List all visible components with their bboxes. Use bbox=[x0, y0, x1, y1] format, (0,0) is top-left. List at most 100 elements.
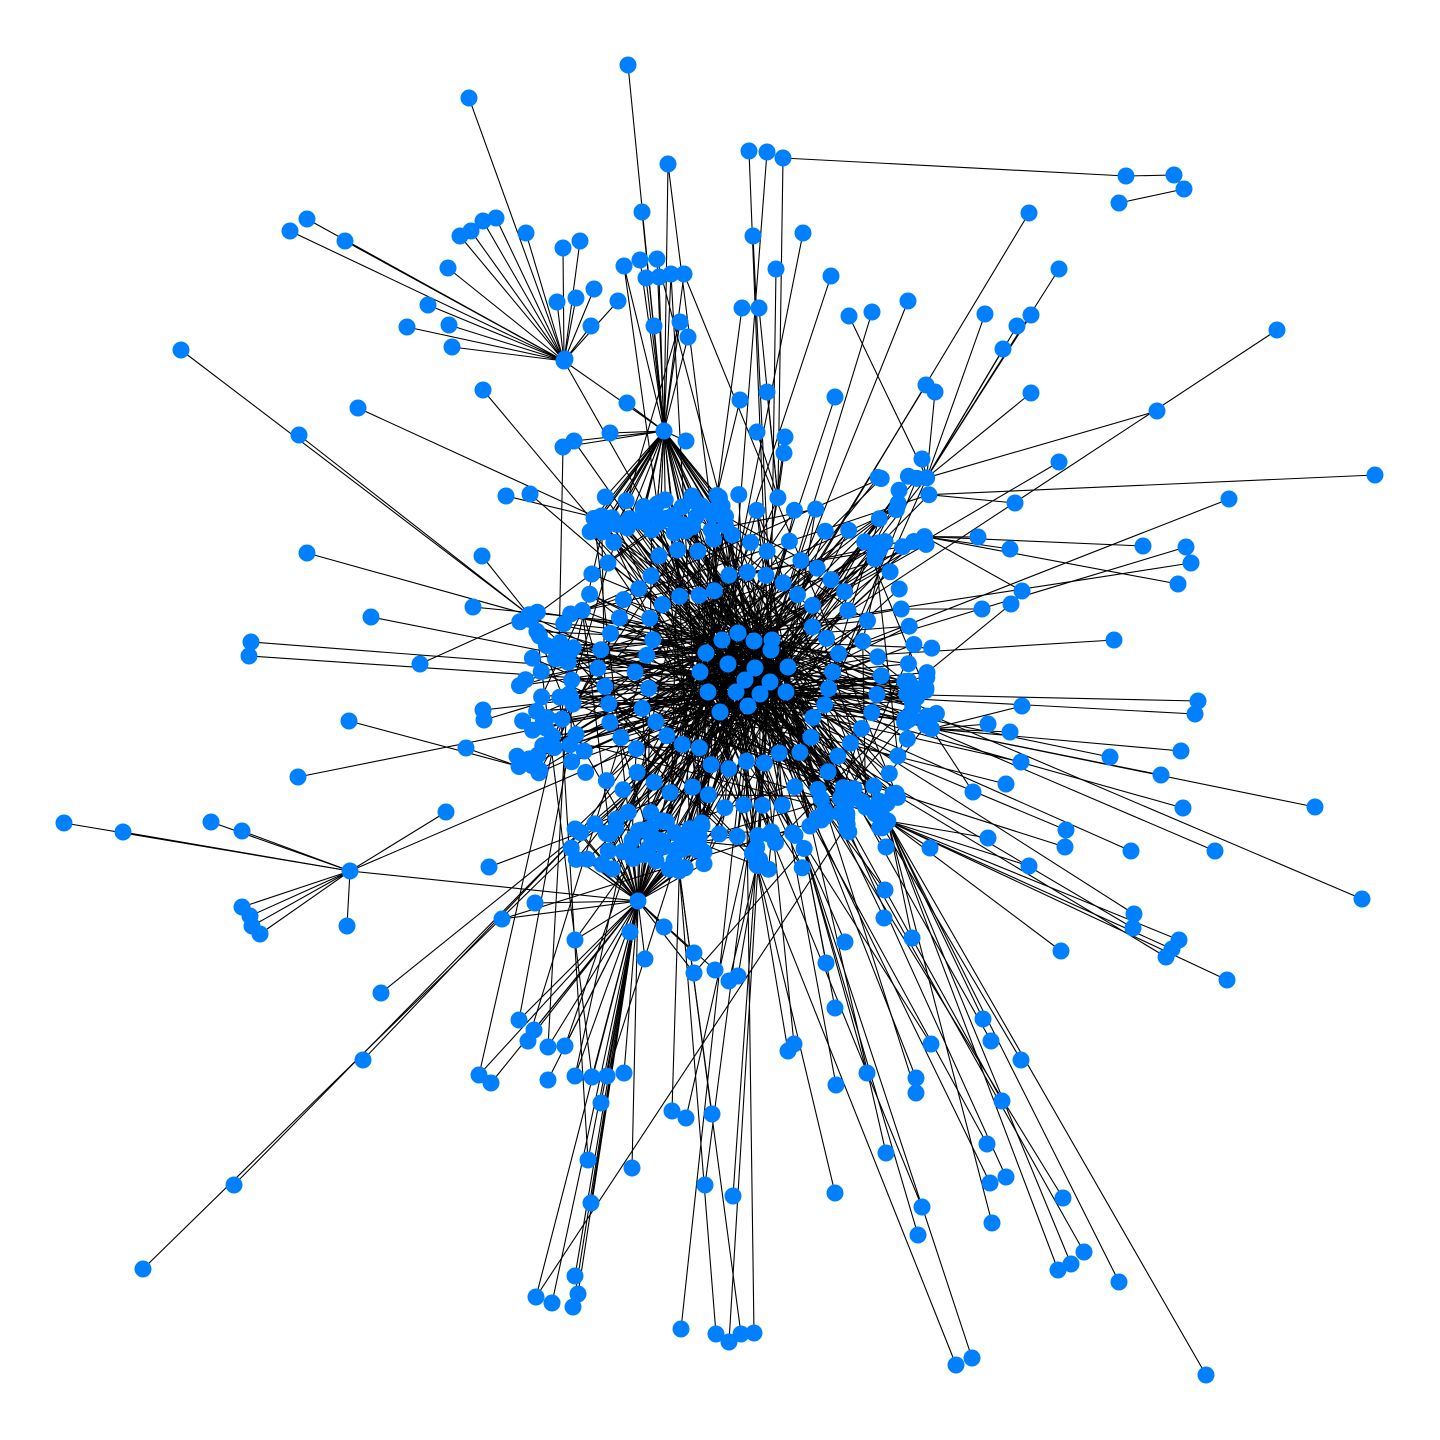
graph-node bbox=[609, 292, 627, 310]
graph-node bbox=[611, 609, 628, 627]
graph-node bbox=[748, 501, 766, 519]
graph-edge bbox=[563, 297, 577, 362]
graph-node bbox=[976, 305, 994, 323]
graph-edge bbox=[924, 536, 1023, 592]
graph-node bbox=[863, 303, 881, 321]
graph-edge bbox=[756, 864, 957, 1366]
graph-node bbox=[1353, 890, 1371, 908]
graph-node bbox=[876, 881, 894, 899]
graph-node bbox=[697, 644, 715, 662]
graph-node bbox=[562, 839, 580, 857]
graph-node bbox=[754, 796, 771, 814]
graph-edge bbox=[931, 728, 974, 793]
graph-node bbox=[411, 655, 429, 673]
graph-node bbox=[633, 203, 651, 221]
graph-node bbox=[599, 842, 617, 860]
graph-edge bbox=[419, 614, 530, 665]
graph-node bbox=[439, 259, 457, 277]
graph-node bbox=[592, 641, 610, 659]
graph-node bbox=[577, 763, 595, 781]
graph-node bbox=[619, 56, 637, 74]
graph-node bbox=[746, 659, 764, 677]
graph-node bbox=[543, 1294, 561, 1312]
graph-node bbox=[711, 703, 729, 721]
graph-node bbox=[667, 841, 684, 859]
graph-edge bbox=[924, 536, 1179, 585]
graph-node bbox=[1105, 631, 1123, 649]
graph-edge bbox=[756, 431, 779, 498]
graph-node bbox=[517, 671, 534, 689]
graph-node bbox=[554, 239, 572, 257]
graph-node bbox=[677, 432, 695, 450]
graph-node bbox=[763, 823, 780, 841]
graph-node bbox=[755, 754, 773, 772]
graph-node bbox=[742, 533, 760, 551]
graph-edge bbox=[785, 691, 1196, 715]
graph-node bbox=[859, 612, 876, 630]
graph-node bbox=[826, 1184, 844, 1202]
graph-node bbox=[585, 280, 603, 298]
graph-node bbox=[618, 394, 636, 412]
graph-node bbox=[720, 566, 738, 584]
graph-node bbox=[615, 591, 632, 609]
graph-node bbox=[556, 1037, 574, 1055]
graph-node bbox=[696, 1176, 714, 1194]
graph-edge bbox=[580, 509, 795, 833]
graph-node bbox=[1174, 799, 1192, 817]
graph-node bbox=[632, 821, 650, 839]
graph-node bbox=[769, 489, 787, 507]
graph-node bbox=[748, 423, 766, 441]
graph-node bbox=[902, 709, 920, 727]
graph-node bbox=[913, 1198, 931, 1216]
graph-node bbox=[917, 535, 935, 553]
graph-node bbox=[523, 649, 541, 667]
graph-node bbox=[533, 688, 551, 706]
graph-edge bbox=[787, 549, 880, 668]
graph-node bbox=[829, 747, 847, 765]
graph-node bbox=[720, 1333, 738, 1351]
graph-node bbox=[635, 498, 653, 516]
graph-node bbox=[724, 1187, 742, 1205]
graph-node bbox=[659, 155, 677, 173]
graph-edge bbox=[604, 430, 665, 498]
graph-node bbox=[757, 566, 775, 584]
graph-node bbox=[719, 655, 737, 673]
graph-node bbox=[487, 209, 505, 227]
graph-node bbox=[633, 512, 651, 530]
graph-edge bbox=[249, 870, 351, 917]
graph-node bbox=[1125, 905, 1143, 923]
graph-edge bbox=[756, 510, 876, 815]
graph-node bbox=[548, 293, 566, 311]
graph-node bbox=[791, 743, 809, 761]
graph-edge bbox=[771, 300, 909, 641]
graph-node bbox=[690, 586, 708, 604]
graph-node bbox=[731, 391, 749, 409]
graph-node bbox=[865, 777, 883, 795]
graph-edge bbox=[753, 640, 932, 649]
graph-node bbox=[853, 720, 870, 737]
graph-node bbox=[837, 795, 855, 813]
graph-node bbox=[703, 1105, 721, 1123]
graph-node bbox=[840, 823, 858, 841]
graph-edge bbox=[931, 728, 1011, 733]
graph-node bbox=[779, 658, 797, 676]
graph-node bbox=[225, 1176, 243, 1194]
graph-node bbox=[1177, 538, 1195, 556]
graph-edge bbox=[567, 661, 888, 805]
graph-node bbox=[822, 571, 840, 589]
graph-node bbox=[645, 317, 663, 335]
graph-node bbox=[880, 765, 898, 782]
graph-edge bbox=[766, 391, 779, 498]
graph-node bbox=[840, 307, 858, 325]
graph-node bbox=[493, 910, 511, 928]
graph-node bbox=[826, 999, 844, 1017]
graph-node bbox=[1075, 1243, 1093, 1261]
graph-edge bbox=[803, 848, 919, 1236]
graph-node bbox=[1020, 204, 1038, 222]
graph-node bbox=[827, 1076, 845, 1094]
graph-edge bbox=[769, 268, 777, 683]
graph-edge bbox=[926, 392, 1032, 479]
graph-node bbox=[890, 481, 908, 499]
graph-node bbox=[462, 222, 480, 240]
graph-node bbox=[480, 858, 498, 876]
